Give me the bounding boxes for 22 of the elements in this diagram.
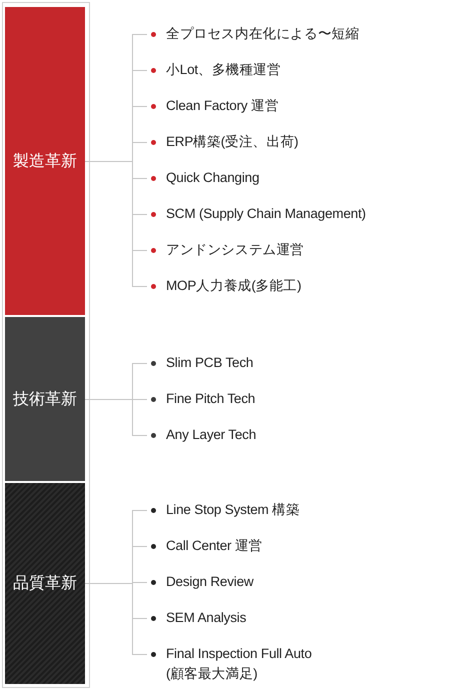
item-text: MOP人力養成(多能工) (166, 277, 302, 295)
item-text: Slim PCB Tech (166, 354, 254, 372)
item-text: SEM Analysis (166, 609, 246, 627)
item-text: Call Center 運営 (166, 537, 262, 555)
connector-line (84, 583, 148, 655)
item-text: Line Stop System 構築 (166, 501, 300, 519)
item-text: アンドンシステム運営 (166, 241, 304, 259)
item-text: 全プロセス内在化による〜短縮 (166, 25, 360, 43)
connector-line (84, 161, 148, 287)
category-band: 製造革新 (5, 7, 85, 315)
item-text: 小Lot、多機種運営 (166, 61, 281, 79)
item-text: Fine Pitch Tech (166, 390, 256, 408)
category-band: 技術革新 (5, 317, 85, 481)
item-text: Design Review (166, 573, 254, 591)
item-text: ERP構築(受注、出荷) (166, 133, 298, 151)
item-text: Quick Changing (166, 169, 260, 187)
category-band: 品質革新 (5, 483, 85, 684)
item-text: Clean Factory 運営 (166, 97, 279, 115)
connector-line (84, 399, 148, 436)
item-text: Any Layer Tech (166, 426, 256, 444)
item-text: Final Inspection Full Auto (顧客最大満足) (166, 645, 313, 683)
item-text: SCM (Supply Chain Management) (166, 205, 366, 223)
